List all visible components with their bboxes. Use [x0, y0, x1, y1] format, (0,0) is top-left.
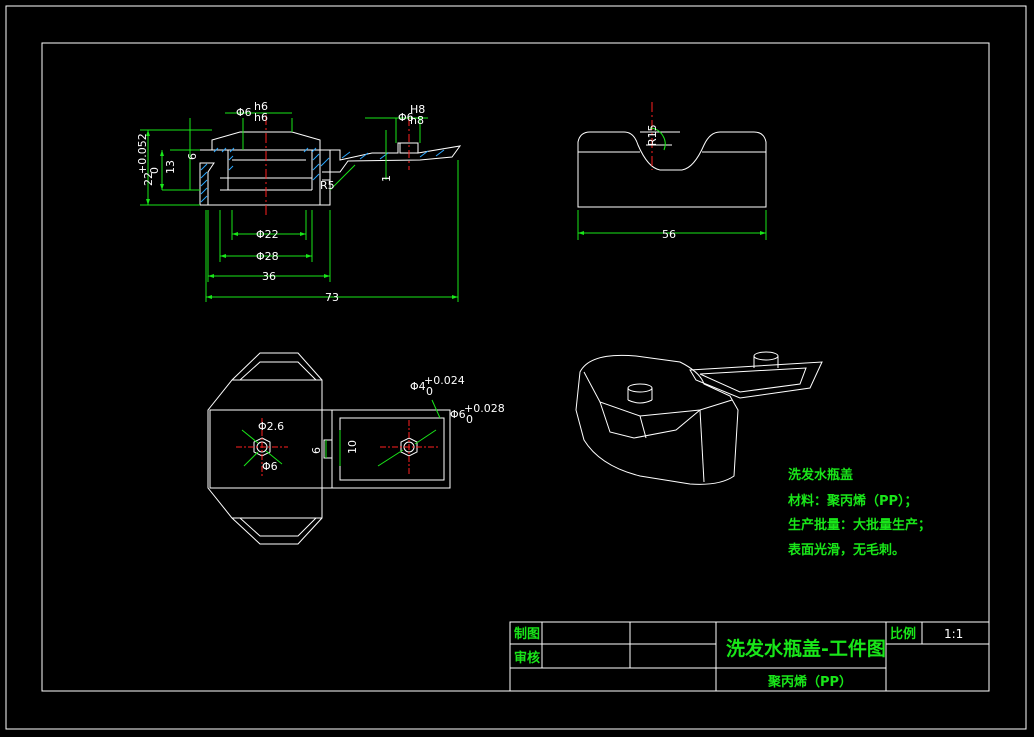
technical-notes: 洗发水瓶盖 材料：聚丙烯（PP）； 生产批量：大批量生产； 表面光滑，无毛刺。	[787, 467, 931, 558]
dim-d6-right: Φ6	[450, 408, 466, 421]
dim-d6-top-tol-low: h6	[254, 111, 268, 124]
dim-d6-top-tol-up: h6	[254, 100, 268, 113]
dim-d6-top: Φ6	[236, 106, 252, 119]
title-block: 制图 审核 洗发水瓶盖-工件图 比例 1:1 聚丙烯（PP）	[509, 621, 990, 692]
dim-d6-right-tol-up: +0.028	[464, 402, 505, 415]
note-batch: 生产批量：大批量生产；	[788, 517, 931, 533]
dim-w56: 56	[662, 228, 676, 241]
top-view: Φ2.6 Φ6 6 10 Φ4 +0.024 0 Φ6 +0.028 0	[207, 352, 505, 545]
dim-h22-tol-low: 0	[148, 167, 161, 174]
isometric-view	[575, 351, 823, 485]
dim-d4-tol-up: +0.024	[424, 374, 465, 387]
dim-d6-bottom: Φ6	[262, 460, 278, 473]
drawing-title: 洗发水瓶盖-工件图	[726, 637, 886, 660]
dim-d22: Φ22	[256, 228, 279, 241]
dim-h6: 6	[186, 153, 199, 160]
outer-frame	[5, 5, 1027, 730]
dim-w10: 10	[346, 440, 359, 454]
dim-r15: R15	[646, 124, 659, 146]
dim-h13: 13	[164, 160, 177, 174]
dim-r5: R5	[320, 179, 335, 192]
note-surface: 表面光滑，无毛刺。	[787, 542, 905, 558]
dim-d4-tol-low: 0	[426, 385, 433, 398]
dim-h22: 22	[142, 172, 155, 186]
side-view: 56 R15	[577, 102, 767, 241]
note-material: 材料：聚丙烯（PP）；	[788, 493, 918, 509]
dim-w6: 6	[310, 447, 323, 454]
dim-d26: Φ2.6	[258, 420, 284, 433]
checked-by-label: 审核	[514, 650, 540, 666]
front-section-view: Φ6 h6 h6 Φ6 H8 h8 1 22 +0.052 0 13 6 R5 …	[136, 100, 462, 304]
dim-d6-spout: Φ6	[398, 111, 414, 124]
material-label: 聚丙烯（PP）	[767, 674, 852, 690]
note-title: 洗发水瓶盖	[788, 467, 853, 483]
dim-d6-spout-tol-low: h8	[410, 114, 424, 127]
dim-h22-tol-up: +0.052	[136, 133, 149, 174]
dim-one: 1	[380, 175, 393, 182]
dim-d4: Φ4	[410, 380, 426, 393]
dim-w73: 73	[325, 291, 339, 304]
scale-label: 比例	[890, 626, 916, 642]
dim-w36: 36	[262, 270, 276, 283]
dim-d28: Φ28	[256, 250, 279, 263]
scale-value: 1:1	[944, 627, 963, 641]
dim-d6-spout-tol-up: H8	[410, 103, 425, 116]
dim-d6-right-tol-low: 0	[466, 413, 473, 426]
drawn-by-label: 制图	[514, 626, 540, 642]
